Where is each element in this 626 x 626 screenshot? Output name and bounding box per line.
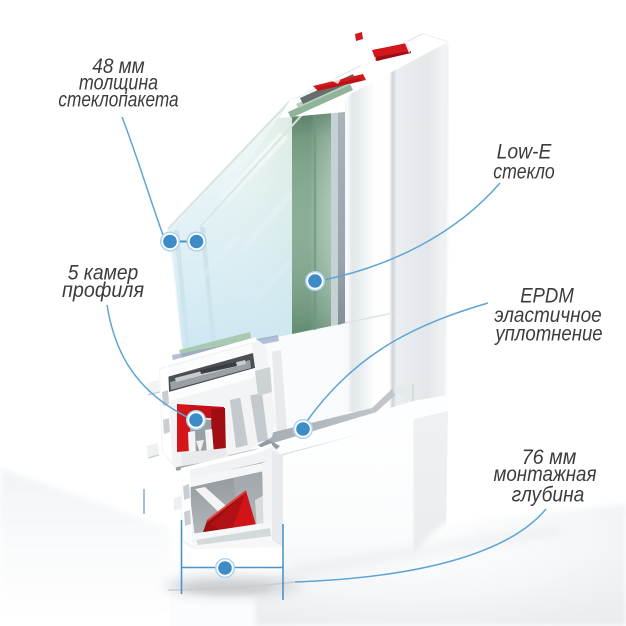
svg-text:5 камер: 5 камер <box>68 261 139 285</box>
svg-text:EPDM: EPDM <box>520 284 574 308</box>
svg-text:эластичное: эластичное <box>494 303 601 327</box>
svg-text:стеклопакета: стеклопакета <box>58 87 178 111</box>
svg-text:48 мм: 48 мм <box>92 54 145 78</box>
svg-text:стекло: стекло <box>493 160 555 184</box>
svg-text:профиля: профиля <box>62 278 144 302</box>
svg-text:монтажная: монтажная <box>494 462 597 486</box>
svg-text:глубина: глубина <box>512 483 585 507</box>
svg-text:Low-E: Low-E <box>497 140 552 164</box>
svg-text:уплотнение: уплотнение <box>494 322 603 346</box>
svg-text:толщина: толщина <box>79 71 158 95</box>
svg-text:76 мм: 76 мм <box>522 445 577 469</box>
